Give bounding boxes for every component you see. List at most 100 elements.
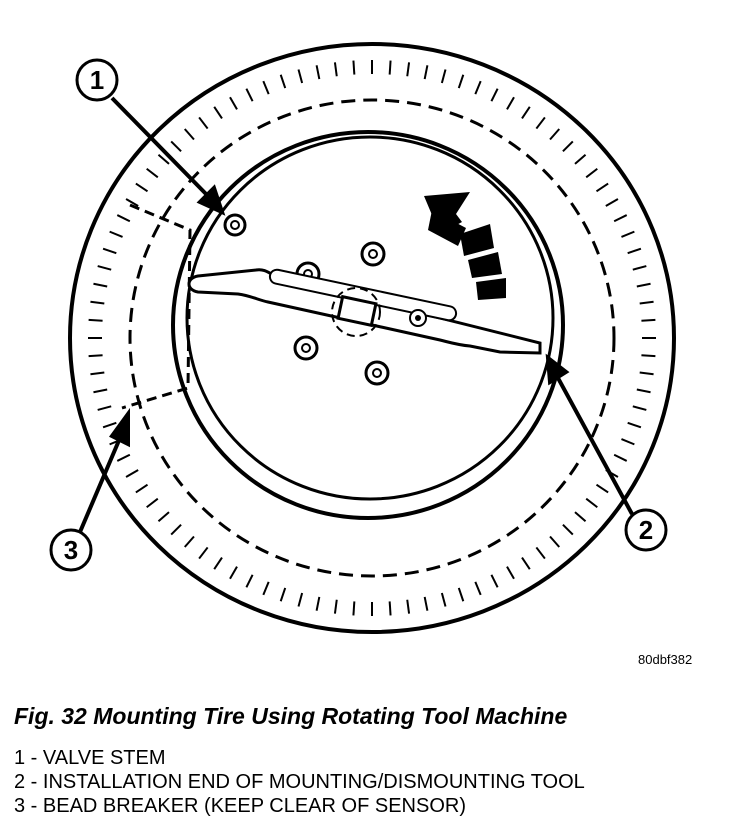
- legend-item-mounting-tool: 2 - INSTALLATION END OF MOUNTING/DISMOUN…: [14, 771, 585, 793]
- tread-tick: [585, 167, 598, 179]
- tread-tick: [109, 230, 123, 238]
- tread-tick: [297, 69, 304, 84]
- mounting-tool: [187, 268, 542, 355]
- tread-tick: [333, 62, 338, 77]
- tread-tick: [170, 140, 182, 153]
- tire-outer-edge: [68, 42, 676, 634]
- tread-tick: [97, 265, 112, 271]
- tread-tick: [621, 230, 635, 238]
- tread-tick: [595, 182, 609, 193]
- tread-tick: [388, 60, 392, 75]
- tread-tick: [93, 282, 108, 288]
- tread-tick: [621, 438, 635, 446]
- tread-tick: [549, 535, 561, 548]
- tread-tick: [97, 405, 112, 411]
- tread-tick: [157, 153, 170, 165]
- tread-tick: [157, 511, 170, 523]
- tread-tick: [93, 388, 108, 394]
- lug-studs: [293, 241, 390, 386]
- tread-tick: [641, 318, 656, 322]
- legend-item-bead-breaker: 3 - BEAD BREAKER (KEEP CLEAR OF SENSOR): [14, 795, 466, 817]
- figure-reference-id: 80dbf382: [638, 652, 693, 667]
- tread-tick: [641, 354, 656, 358]
- tread-tick: [562, 140, 574, 153]
- tread-tick: [562, 523, 574, 536]
- wheel-rim-inner: [185, 135, 555, 501]
- tread-tick: [315, 596, 321, 611]
- tread-tick: [627, 421, 642, 429]
- tread-tick: [315, 65, 321, 80]
- tread-tick: [639, 300, 654, 305]
- tread-tick: [388, 601, 392, 616]
- tread-tick: [213, 556, 223, 570]
- tread-tick: [457, 74, 465, 89]
- tread-tick: [352, 601, 356, 616]
- tread-tick: [135, 483, 149, 494]
- tread-tick: [116, 453, 131, 462]
- tread-tick: [605, 198, 619, 207]
- tread-tick: [213, 106, 223, 120]
- tread-tick: [183, 535, 195, 548]
- tread-tick: [146, 167, 159, 179]
- tread-tick: [262, 80, 270, 95]
- tread-tick: [198, 546, 209, 560]
- tread-tick: [613, 214, 628, 223]
- tread-tick: [262, 581, 270, 596]
- tread-tick: [636, 282, 651, 288]
- tread-tick: [632, 405, 647, 411]
- tire-dashed-line: [128, 98, 616, 578]
- tread-tick: [595, 483, 609, 494]
- tread-tick: [406, 599, 411, 614]
- tread-tick: [632, 265, 647, 271]
- tread-tick: [423, 65, 429, 80]
- tread-tick: [125, 198, 139, 207]
- tread-tick: [535, 116, 546, 130]
- svg-text:2: 2: [639, 515, 653, 545]
- tread-tick: [549, 128, 561, 141]
- tread-tick: [574, 511, 587, 523]
- tread-tick: [245, 88, 254, 102]
- tread-tick: [135, 182, 149, 193]
- tread-tick: [639, 371, 654, 376]
- tread-tick: [116, 214, 131, 223]
- legend-list: 1 - VALVE STEM 2 - INSTALLATION END OF M…: [14, 746, 585, 818]
- tread-tick: [90, 371, 105, 376]
- valve-stem-hole: [230, 220, 240, 230]
- svg-text:3: 3: [64, 535, 78, 565]
- tread-tick: [457, 587, 465, 602]
- tire-tread-marks: [88, 60, 656, 616]
- tread-tick: [490, 88, 499, 102]
- tread-tick: [279, 74, 287, 89]
- rotation-direction-arrow: [424, 192, 506, 300]
- tire-mounting-diagram: 1 2 3: [49, 42, 676, 634]
- tread-tick: [229, 566, 238, 580]
- tread-tick: [279, 587, 287, 602]
- tread-tick: [102, 247, 117, 255]
- svg-text:1: 1: [90, 65, 104, 95]
- tread-tick: [198, 116, 209, 130]
- callout-1: 1: [75, 58, 119, 102]
- leader-lines: [78, 96, 634, 533]
- tread-tick: [440, 69, 447, 84]
- tread-tick: [506, 96, 515, 110]
- tread-tick: [613, 453, 628, 462]
- legend-item-valve-stem: 1 - VALVE STEM: [14, 747, 166, 769]
- tread-tick: [88, 354, 103, 358]
- tread-tick: [102, 421, 117, 429]
- tread-tick: [490, 574, 499, 588]
- tread-tick: [585, 497, 598, 509]
- tread-tick: [333, 599, 338, 614]
- tread-tick: [506, 566, 515, 580]
- tread-tick: [474, 581, 482, 596]
- callout-3: 3: [49, 528, 93, 572]
- tread-tick: [90, 300, 105, 305]
- tread-tick: [627, 247, 642, 255]
- tread-tick: [183, 128, 195, 141]
- callout-2: 2: [624, 508, 668, 552]
- tread-tick: [521, 556, 531, 570]
- tread-tick: [440, 592, 447, 607]
- tread-tick: [170, 523, 182, 536]
- tread-tick: [423, 596, 429, 611]
- tread-tick: [297, 592, 304, 607]
- tread-tick: [352, 60, 356, 75]
